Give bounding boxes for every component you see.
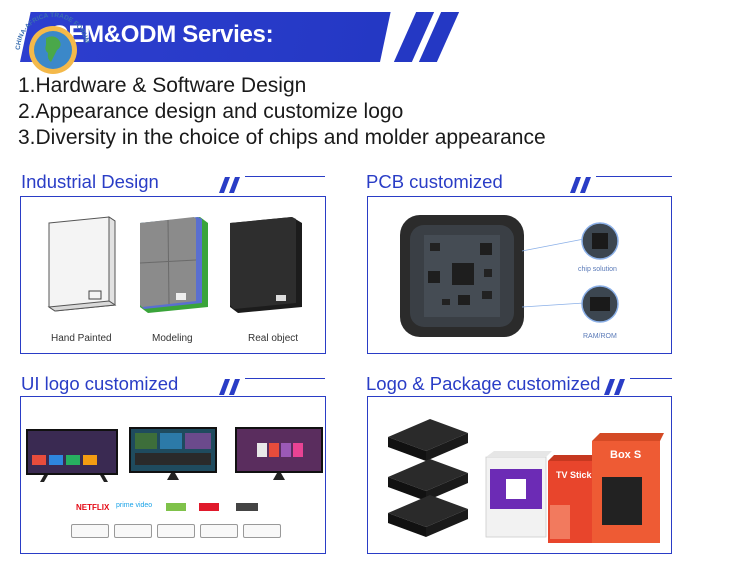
tv-ui-screenshot bbox=[235, 427, 323, 480]
google-play-badge-icon bbox=[114, 524, 152, 538]
chip-solution-zoom bbox=[581, 222, 619, 260]
box-s-label: Box S bbox=[610, 449, 642, 461]
service-item: 2.Appearance design and customize logo bbox=[18, 100, 404, 123]
double-slash-icon bbox=[219, 177, 240, 193]
double-slash-icon bbox=[219, 379, 240, 395]
modeling-box-image bbox=[139, 217, 208, 313]
hand-painted-box-image bbox=[47, 216, 117, 312]
logo-package-title: Logo & Package customized bbox=[366, 373, 601, 394]
panel-rule bbox=[245, 378, 325, 379]
forum-logo: CHINA-AFRICA TRADE FORUM bbox=[15, 12, 90, 74]
ui-logo-title: UI logo customized bbox=[21, 373, 179, 394]
caption-real-object: Real object bbox=[248, 333, 299, 344]
purple-package-image bbox=[485, 451, 552, 538]
youtube-logo-icon bbox=[199, 503, 219, 511]
logo-package-panel: TV Stick 4K Box S bbox=[367, 396, 672, 554]
ui-logo-panel: NETFLIX prime video bbox=[20, 396, 326, 554]
services-list: 1.Hardware & Software Design 2.Appearanc… bbox=[18, 73, 546, 151]
chip-solution-label: chip solution bbox=[578, 266, 617, 273]
tv-ui-screenshot bbox=[129, 427, 217, 480]
industrial-design-panel: Hand Painted Modeling Real object bbox=[20, 196, 326, 354]
service-item: 1.Hardware & Software Design bbox=[18, 74, 307, 97]
pcb-customized-panel: chip solution RAM/ROM bbox=[367, 196, 672, 354]
netflix-logo: NETFLIX bbox=[76, 503, 110, 512]
panel-rule bbox=[630, 378, 672, 379]
prime-video-logo: prime video bbox=[116, 502, 153, 509]
store-badge-icon bbox=[71, 524, 109, 538]
stacked-tv-boxes-image bbox=[388, 419, 468, 537]
caption-hand-painted: Hand Painted bbox=[51, 333, 112, 344]
ram-rom-zoom bbox=[581, 285, 619, 323]
real-object-box-image bbox=[230, 217, 302, 313]
service-item: 3.Diversity in the choice of chips and m… bbox=[18, 126, 546, 149]
pcb-board-image bbox=[400, 215, 524, 337]
store-badge-icon bbox=[157, 524, 195, 538]
ram-rom-label: RAM/ROM bbox=[583, 333, 617, 340]
page-title: OEM&ODM Servies: bbox=[50, 21, 274, 48]
double-slash-icon bbox=[604, 379, 625, 395]
callout-lines bbox=[521, 238, 585, 308]
panel-rule bbox=[596, 176, 672, 177]
tv-ui-screenshot bbox=[26, 429, 118, 482]
app-logo-icon bbox=[166, 503, 186, 511]
double-slash-icon bbox=[570, 177, 591, 193]
store-badge-icon bbox=[243, 524, 281, 538]
header-banner: OEM&ODM Servies: bbox=[0, 12, 460, 62]
industrial-design-title: Industrial Design bbox=[21, 171, 159, 192]
caption-modeling: Modeling bbox=[152, 333, 193, 344]
startplay-badge-icon bbox=[200, 524, 238, 538]
box-s-package-image bbox=[592, 433, 664, 543]
tv-stick-label: TV Stick 4K bbox=[556, 470, 606, 480]
app-logo-icon bbox=[236, 503, 258, 511]
panel-rule bbox=[245, 176, 325, 177]
pcb-customized-title: PCB customized bbox=[366, 171, 503, 192]
